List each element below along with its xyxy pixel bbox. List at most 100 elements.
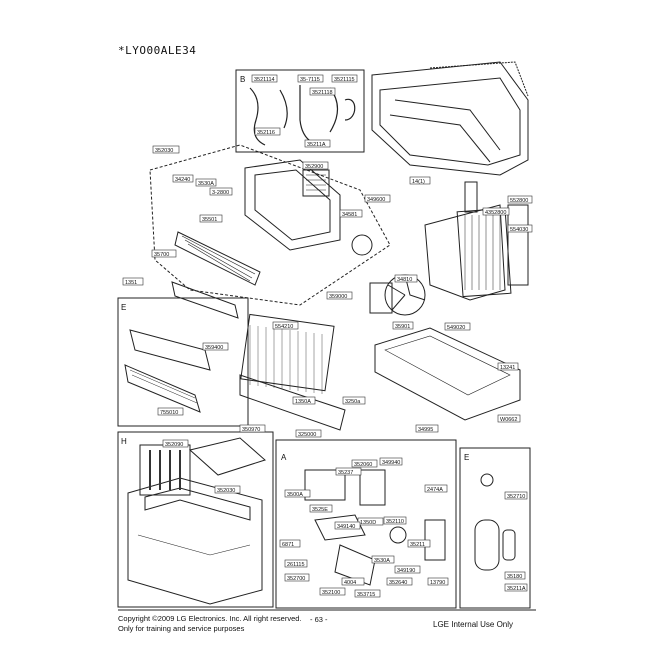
callout-label: 352100: [319, 587, 346, 596]
svg-text:552800: 552800: [510, 198, 528, 204]
svg-text:352030: 352030: [217, 488, 235, 494]
callout-label: 13241: [497, 362, 519, 371]
callout-label: 3521114: [251, 74, 278, 83]
section-letter: H: [121, 437, 127, 446]
page-number: - 63 -: [310, 615, 328, 624]
callout-label: 325000: [295, 429, 322, 438]
svg-text:549020: 549020: [447, 325, 465, 331]
callout-label: 35901: [392, 321, 414, 330]
bracket-part: [464, 181, 478, 213]
pcb-board: [304, 469, 346, 501]
capacitor: [389, 526, 407, 544]
svg-text:35-7115: 35-7115: [300, 77, 320, 83]
callout-label: 353715: [354, 589, 381, 598]
callout-label: 352640: [386, 577, 413, 586]
svg-text:35211A: 35211A: [507, 586, 526, 592]
callout-label: 1350A: [292, 396, 316, 405]
callout-label: 6871: [279, 539, 301, 548]
svg-text:35237: 35237: [338, 470, 353, 476]
piping-detail-box: [235, 69, 365, 153]
svg-text:3525E: 3525E: [312, 507, 328, 513]
callout-label: 13790: [427, 577, 449, 586]
svg-text:349140: 349140: [337, 524, 355, 530]
electrical-box: [275, 439, 457, 609]
terminal-block: [314, 514, 366, 541]
callout-label: 554030: [507, 224, 533, 233]
svg-text:350970: 350970: [242, 427, 260, 433]
svg-text:14(1): 14(1): [412, 179, 425, 185]
accumulator: [502, 529, 516, 561]
callout-label: 34995: [415, 424, 439, 433]
svg-text:3250a: 3250a: [345, 399, 361, 405]
front-panel-box: [117, 431, 274, 608]
callout-label: 349140: [334, 521, 361, 530]
callout-label: 554210: [272, 321, 299, 330]
callout-label: 352110: [383, 516, 407, 525]
callout-label: 4004: [341, 577, 365, 586]
callout-label: 552800: [507, 195, 533, 204]
relay-part: [359, 469, 386, 506]
svg-text:353715: 353715: [357, 592, 375, 598]
filter-parts-box: [117, 297, 249, 427]
svg-text:2474A: 2474A: [427, 487, 443, 493]
capacitor-bracket: [334, 544, 376, 586]
svg-text:6871: 6871: [282, 542, 294, 548]
svg-text:35211: 35211: [410, 542, 425, 548]
callout-label: 352060: [351, 459, 378, 468]
svg-text:352110: 352110: [386, 519, 404, 525]
svg-text:34810: 34810: [397, 277, 412, 283]
svg-text:359400: 359400: [205, 345, 223, 351]
drain-channel: [129, 329, 211, 371]
drain-pan-front: [239, 374, 346, 431]
svg-text:35211A: 35211A: [307, 142, 326, 148]
overload-protector: [480, 473, 494, 487]
air-guide: [171, 281, 239, 319]
callout-label: 35700: [151, 249, 177, 258]
control-box: [244, 159, 341, 251]
svg-text:1351: 1351: [125, 280, 137, 286]
callout-label: 35211A: [304, 139, 331, 148]
evaporator-coil: [240, 313, 335, 392]
svg-text:13241: 13241: [500, 365, 515, 371]
callout-label: 352090: [162, 439, 189, 448]
svg-text:3-2800: 3-2800: [212, 190, 229, 196]
callout-label: 35180: [504, 571, 526, 580]
svg-text:349600: 349600: [367, 197, 385, 203]
callout-label: 3521115: [331, 74, 358, 83]
copyright-text: Copyright ©2009 LG Electronics. Inc. All…: [118, 614, 302, 623]
svg-text:W0662: W0662: [500, 417, 517, 423]
callout-label: 3530A: [371, 555, 395, 564]
callout-label: 549020: [444, 322, 471, 331]
svg-text:349190: 349190: [397, 568, 415, 574]
base-pan: [374, 327, 521, 421]
section-letter: A: [281, 453, 287, 462]
fan-motor: [351, 234, 373, 256]
section-letter: E: [464, 453, 469, 462]
section-letter: E: [121, 303, 126, 312]
callout-label: 35211: [407, 539, 431, 548]
svg-text:35180: 35180: [507, 574, 522, 580]
callout-label: 14(1): [409, 176, 431, 185]
svg-text:1350A: 1350A: [295, 399, 311, 405]
callout-label: 352700: [284, 573, 310, 582]
svg-text:3530A: 3530A: [374, 558, 390, 564]
footer-copyright: Copyright ©2009 LG Electronics. Inc. All…: [118, 614, 302, 634]
svg-text:554030: 554030: [510, 227, 528, 233]
callout-label: 3521118: [309, 87, 336, 96]
callout-label: 34810: [394, 274, 418, 283]
svg-text:755010: 755010: [160, 410, 178, 416]
callout-label: 349940: [379, 457, 403, 466]
callout-label: 352030: [214, 485, 241, 494]
svg-text:352710: 352710: [507, 494, 525, 500]
svg-text:13790: 13790: [430, 580, 445, 586]
callout-label: 755010: [157, 407, 184, 416]
model-number: *LYO00ALE34: [118, 44, 197, 57]
indoor-section-outline: [149, 144, 391, 306]
callout-label: 35-7115: [297, 74, 324, 83]
svg-text:352900: 352900: [305, 164, 323, 170]
svg-text:4004: 4004: [344, 580, 356, 586]
callout-label: 34581: [339, 209, 363, 218]
svg-text:4352800: 4352800: [485, 210, 506, 216]
